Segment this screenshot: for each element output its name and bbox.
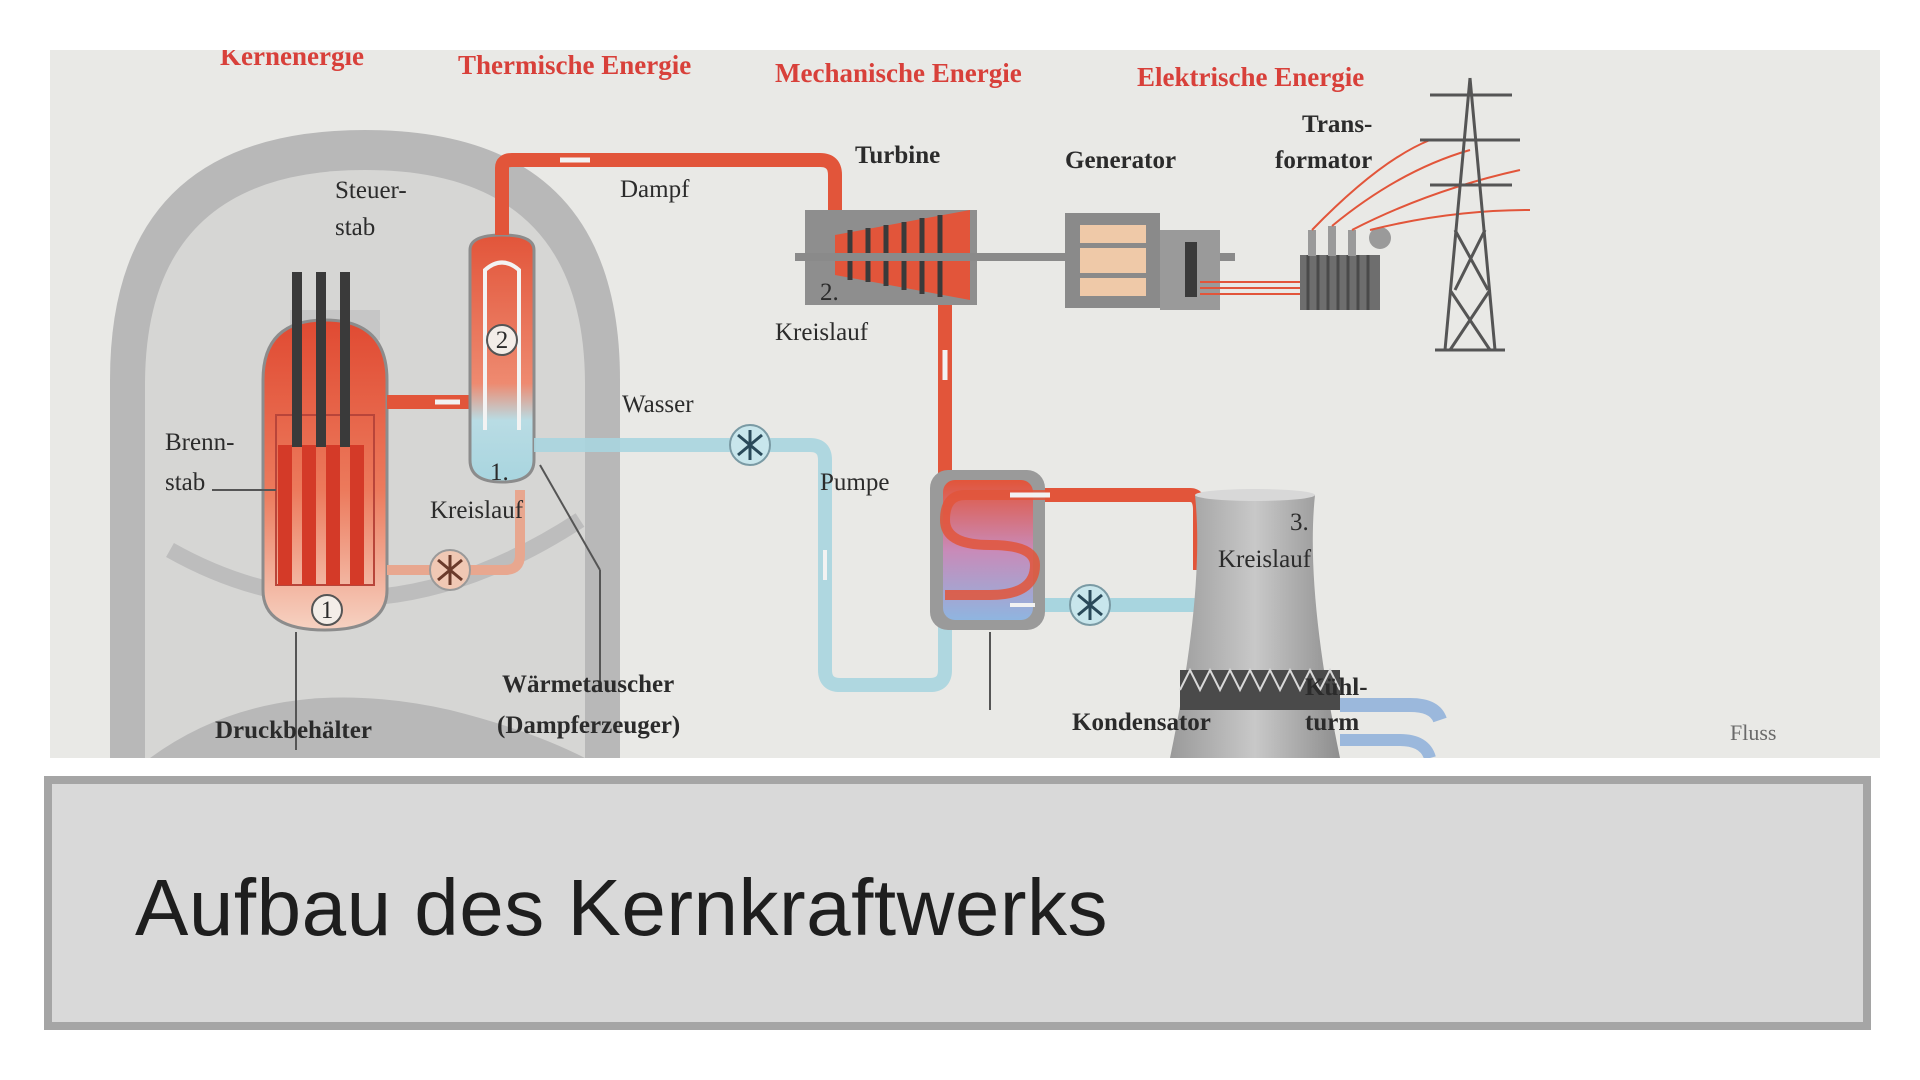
control-rods [292,272,350,447]
cooling-tower-label-line2: turm [1305,709,1359,736]
marker-2-label: 2 [496,327,509,354]
energy-label-nuclear: Kernenergie [220,50,364,71]
power-plant-diagram: 1 2 Kernenergie Thermische Energie Mecha… [50,50,1880,758]
feedwater-pump-icon [729,424,771,466]
steam-generator [468,233,536,484]
circuit-3-number: 3. [1290,509,1309,536]
title-box: Aufbau des Kernkraftwerks [44,776,1871,1030]
control-rod-label-line1: Steuer- [335,177,407,204]
heat-exchanger-label-line2: (Dampferzeuger) [497,712,680,739]
condenser-graphic [930,470,1045,630]
steam-label: Dampf [620,176,690,203]
generator-label: Generator [1065,147,1176,174]
circuit-2-number: 2. [820,279,839,306]
circuit-2-label: Kreislauf [775,319,869,346]
energy-label-thermal: Thermische Energie [458,50,691,80]
heat-exchanger-label-line1: Wärmetauscher [502,671,674,698]
circuit-1-number: 1. [490,459,509,486]
cooling-tower-graphic [1170,489,1341,758]
slide-title: Aufbau des Kernkraftwerks [135,863,1108,952]
control-rod-label-line2: stab [335,214,375,241]
water-label: Wasser [622,391,694,418]
pressure-vessel-label: Druckbehälter [215,717,372,744]
generator-graphic [1065,213,1220,310]
marker-2: 2 [486,324,518,356]
turbine-label: Turbine [855,142,940,169]
energy-label-electrical: Elektrische Energie [1137,62,1364,92]
pump-label: Pumpe [820,469,889,496]
primary-pump-icon [429,549,471,591]
river-label: Fluss [1730,720,1776,745]
marker-1: 1 [311,594,343,626]
cooling-tower-label-line1: Kühl- [1305,674,1368,701]
marker-1-label: 1 [321,597,334,624]
transformer-label-line2: formator [1275,147,1372,174]
fuel-rod-label-line2: stab [165,469,205,496]
fuel-rod-label-line1: Brenn- [165,429,234,456]
circuit-3-label: Kreislauf [1218,546,1312,573]
cooling-pump-icon [1069,584,1111,626]
condenser-label: Kondensator [1072,709,1211,736]
transformer-graphic [1300,226,1391,310]
power-pylon [1420,77,1520,352]
transformer-label-line1: Trans- [1302,111,1372,138]
energy-label-mechanical: Mechanische Energie [775,58,1022,88]
circuit-1-label: Kreislauf [430,497,524,524]
